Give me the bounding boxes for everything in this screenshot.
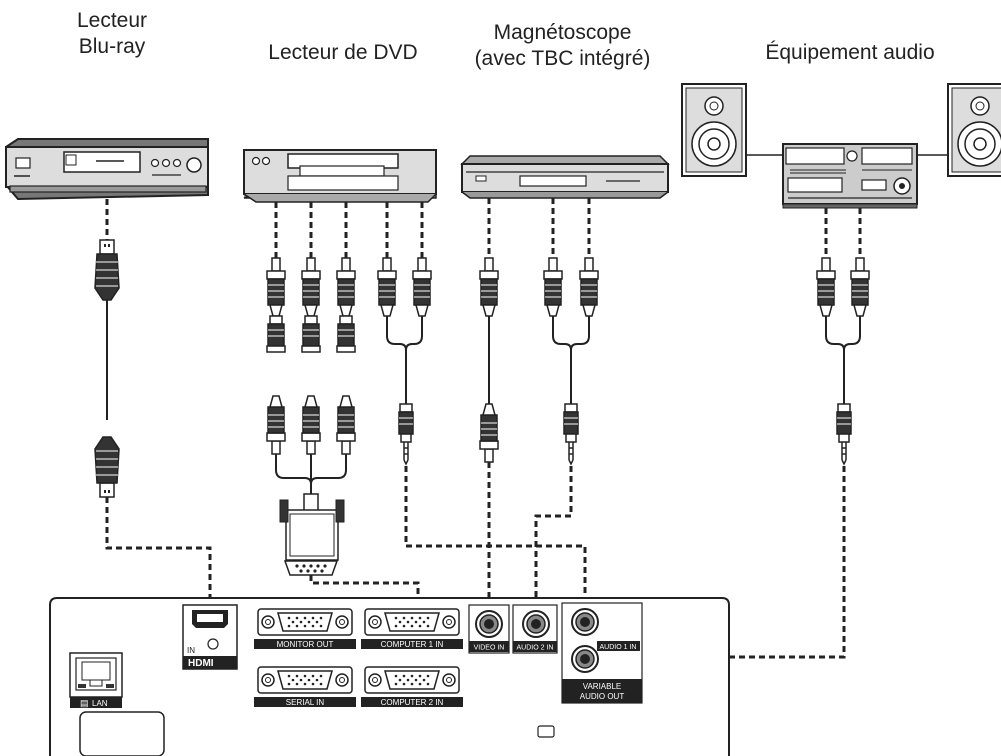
hdmi-port: IN HDMI: [182, 604, 238, 670]
hdmi-cable: [94, 199, 212, 608]
panel-indicator: [537, 725, 555, 738]
lan-icon: ▤: [80, 698, 89, 708]
video-in-label: VIDEO IN: [474, 645, 505, 652]
vcr-label-line2: (avec TBC intégré): [474, 47, 651, 70]
monitor-out-port: MONITOR OUT: [254, 608, 356, 649]
vcr-video-cable: [479, 198, 499, 608]
bluray-label-line1: Lecteur: [76, 9, 148, 32]
vcr: [460, 155, 670, 199]
left-speaker-icon: [681, 83, 747, 177]
audio-equipment-label: Équipement audio: [765, 41, 935, 64]
bluray-label-line2: Blu-ray: [78, 35, 146, 58]
hdmi-logo: HDMI: [188, 658, 214, 669]
serial-in-label: SERIAL IN: [286, 698, 325, 707]
computer2-in-port: COMPUTER 2 IN: [361, 666, 463, 707]
dvd-label: Lecteur de DVD: [268, 41, 418, 64]
audio-equipment: [681, 83, 1001, 209]
dvd-player: [243, 149, 437, 203]
bluray-player: [5, 138, 209, 201]
bluray-label: Lecteur Blu-ray: [52, 8, 172, 60]
audio1-in-label: AUDIO 1 IN: [600, 644, 637, 651]
lan-port: ▤ LAN: [69, 652, 123, 708]
computer1-in-port: COMPUTER 1 IN: [361, 608, 463, 649]
lan-label: LAN: [92, 699, 108, 708]
right-speaker-icon: [947, 83, 1001, 177]
hdmi-in-label: IN: [187, 646, 195, 655]
variable-audio-out-label-1: VARIABLE: [583, 682, 622, 691]
audio2-in-label: AUDIO 2 IN: [517, 645, 554, 652]
computer1-in-label: COMPUTER 1 IN: [381, 640, 444, 649]
component-video-cable: [266, 202, 420, 612]
projector-panel: ▤ LAN IN HDMI MONITOR OUT COMPUTER 1 IN: [49, 597, 730, 756]
vcr-audio-cable: [534, 198, 599, 610]
variable-audio-out-label-2: AUDIO OUT: [580, 692, 625, 701]
vcr-label-line1: Magnétoscope: [493, 21, 632, 44]
video-in-port: VIDEO IN: [468, 604, 510, 654]
vcr-label: Magnétoscope (avec TBC intégré): [450, 20, 675, 72]
variable-audio-out-port: VARIABLE AUDIO OUT: [562, 645, 642, 703]
computer2-in-label: COMPUTER 2 IN: [381, 698, 444, 707]
audio-equipment-cable: [590, 208, 870, 659]
audio2-in-port: AUDIO 2 IN: [512, 604, 558, 654]
dvd-audio-cable: [377, 202, 587, 610]
monitor-out-label: MONITOR OUT: [277, 640, 334, 649]
serial-in-port: SERIAL IN: [254, 666, 356, 707]
